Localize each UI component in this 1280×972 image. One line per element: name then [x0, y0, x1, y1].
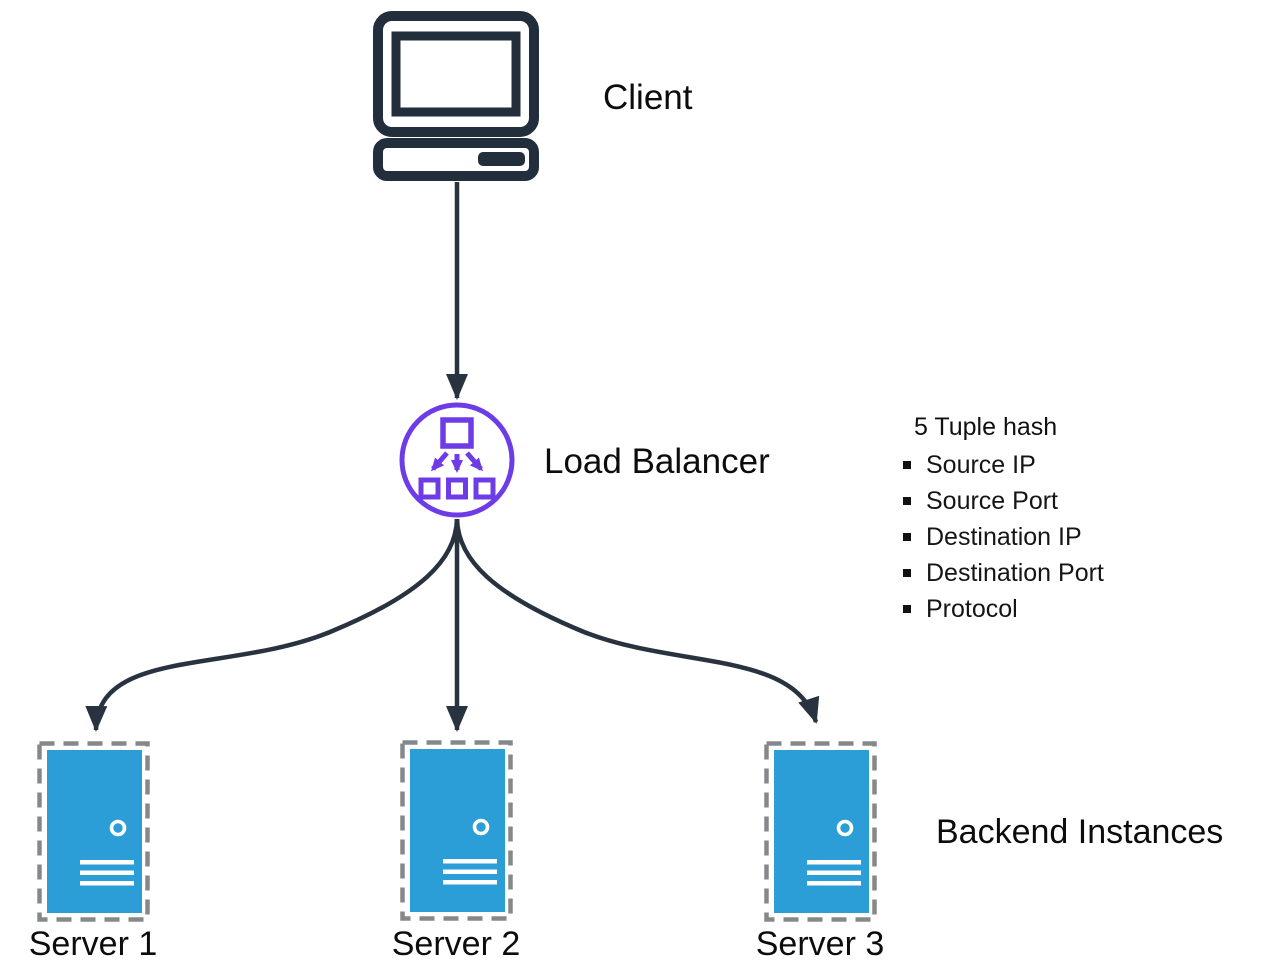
server1-label: Server 1	[28, 925, 158, 963]
desktop-computer-icon	[373, 11, 539, 181]
server-tower-icon	[400, 740, 513, 921]
server-tower-icon	[764, 741, 877, 922]
bullet-square-icon	[903, 497, 911, 505]
tuple-hash-title: 5 Tuple hash	[914, 413, 1058, 441]
tuple-hash-panel: 5 Tuple hash Source IP Source Port Desti…	[903, 412, 1183, 627]
tuple-hash-item-label: Destination Port	[926, 558, 1104, 587]
tuple-hash-item-label: Source IP	[926, 450, 1036, 479]
tuple-hash-item: Source IP	[903, 447, 1183, 483]
bullet-square-icon	[903, 533, 911, 541]
tuple-hash-item-label: Source Port	[926, 486, 1059, 515]
server3-label: Server 3	[755, 925, 885, 963]
tuple-hash-item: Protocol	[903, 591, 1183, 627]
bullet-square-icon	[903, 569, 911, 577]
load-balancer-label: Load Balancer	[544, 442, 770, 481]
tuple-hash-item-label: Destination IP	[926, 522, 1082, 551]
server2-label: Server 2	[391, 925, 521, 963]
server-tower-icon	[37, 741, 150, 922]
connector-lb-to-server3	[454, 518, 820, 724]
bullet-square-icon	[903, 605, 911, 613]
client-label: Client	[603, 78, 693, 117]
tuple-hash-item: Destination Port	[903, 555, 1183, 591]
connector-lb-to-server1	[85, 518, 460, 732]
backend-instances-label: Backend Instances	[936, 813, 1224, 851]
load-balancer-icon	[399, 402, 515, 518]
tuple-hash-item: Source Port	[903, 483, 1183, 519]
tuple-hash-item: Destination IP	[903, 519, 1183, 555]
tuple-hash-item-label: Protocol	[926, 594, 1018, 623]
bullet-square-icon	[903, 461, 911, 469]
